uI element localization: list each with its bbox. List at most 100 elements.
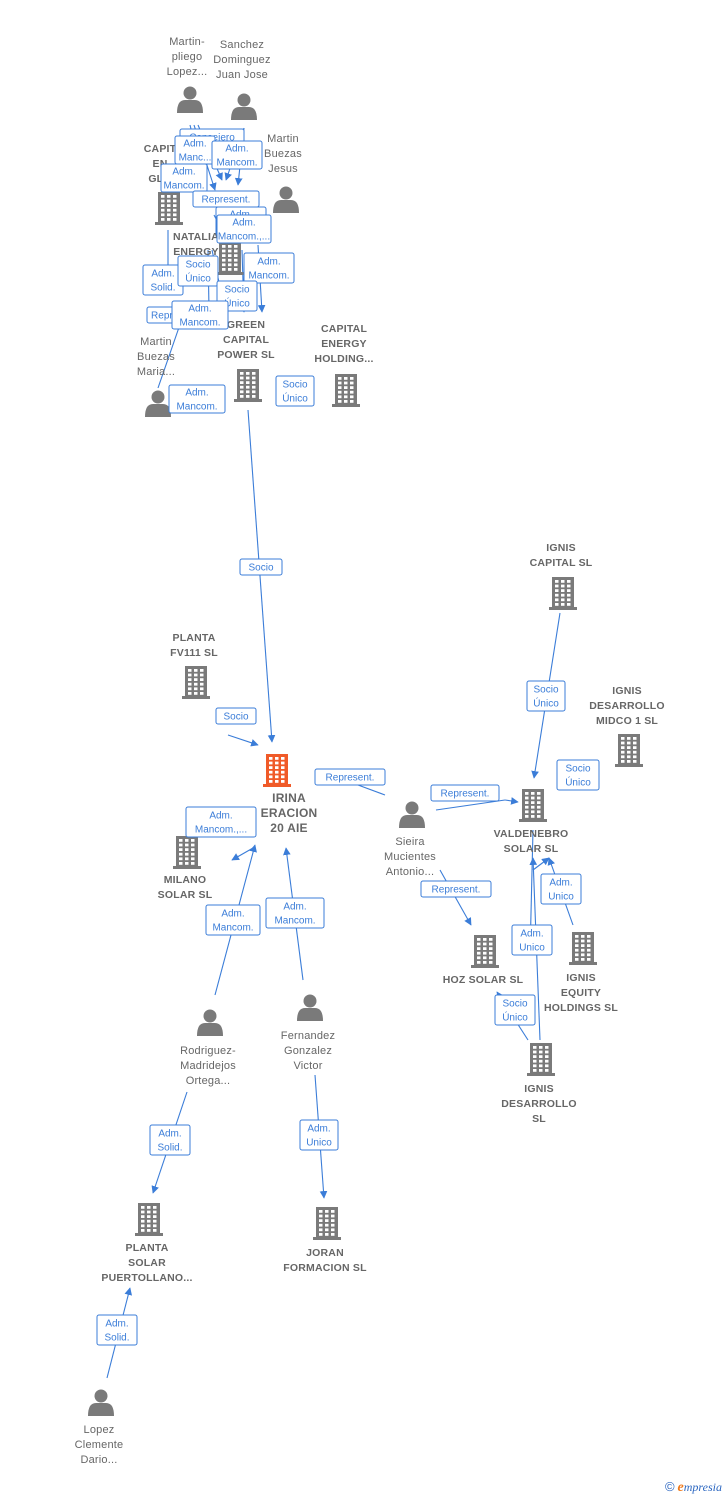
edge-label-e25[interactable]: Adm.Mancom. — [205, 904, 261, 936]
edge-label-e26[interactable]: Adm.Mancom. — [265, 897, 325, 929]
node-label-line: HOLDING... — [314, 353, 373, 365]
node-ignis-midco[interactable]: IGNIS DESARROLLO MIDCO 1 SL — [589, 685, 665, 767]
edge-label-text: Adm. — [232, 218, 255, 229]
edge-label-text: Manc... — [179, 153, 212, 164]
node-martin-pliego[interactable]: Martin-pliegoLopez... — [167, 36, 208, 113]
node-rodriguez[interactable]: Rodriguez-MadridejosOrtega... — [180, 1009, 236, 1088]
edge-label-text: Unico — [519, 943, 545, 954]
node-label-line: NATALIA — [173, 231, 219, 243]
edge-label-text: Solid. — [157, 1143, 182, 1154]
node-hoz-solar[interactable]: HOZ SOLAR SL — [443, 935, 524, 986]
node-label-line: IGNIS — [612, 685, 642, 697]
node-label-line: Jesus — [268, 163, 298, 175]
edge-label-box — [211, 140, 263, 170]
edge-label-e23[interactable]: Represent. — [420, 880, 492, 898]
node-label-line: SOLAR SL — [158, 889, 213, 901]
node-martin-buezas-maria[interactable]: MartinBuezasMaria... — [137, 336, 175, 417]
node-label-line: EQUITY — [561, 987, 601, 999]
node-label-line: Madridejos — [180, 1060, 236, 1072]
edge-line — [227, 734, 259, 747]
node-natalia-energy[interactable]: NATALIA ENERGY — [173, 231, 244, 275]
edge-label-e22[interactable]: Adm.Mancom.,... — [185, 806, 257, 838]
nodes-layer: Martin-pliegoLopez...SanchezDominguezJua… — [75, 36, 665, 1466]
node-label-line: Martin — [140, 336, 172, 348]
edge-label-text: Único — [185, 272, 211, 285]
node-label-line: MILANO — [164, 874, 207, 886]
edge-label-e10[interactable]: Adm.Mancom. — [243, 252, 295, 284]
node-label-line: Lopez... — [167, 66, 208, 78]
node-label-line: Buezas — [137, 351, 175, 363]
edge-label-box — [430, 784, 500, 802]
node-planta-puertollano[interactable]: PLANTASOLARPUERTOLLANO... — [101, 1203, 192, 1284]
edge-label-text: Solid. — [104, 1333, 129, 1344]
edge-label-e27[interactable]: Adm.Unico — [511, 924, 553, 956]
edge-label-e16[interactable]: Socio — [239, 558, 283, 576]
node-milano[interactable]: MILANO SOLAR SL — [158, 836, 213, 901]
edge-label-e31[interactable]: Adm. Solid. — [96, 1314, 138, 1346]
node-label-line: Gonzalez — [284, 1045, 332, 1057]
edge-label-e18[interactable]: Socio — [215, 707, 257, 725]
edge-label-e8[interactable]: Adm.Solid. — [142, 264, 184, 296]
person-icon — [145, 390, 171, 417]
edge-label-text: Adm. — [225, 144, 248, 155]
edge-label-text: Mancom. — [216, 158, 257, 169]
edge-label-e4[interactable]: Adm.Mancom. — [160, 163, 208, 193]
edge-label-text: Solid. — [150, 283, 175, 294]
node-lopez[interactable]: LopezClementeDario... — [75, 1389, 124, 1467]
building-icon — [527, 1043, 555, 1076]
edge-label-e2[interactable]: Adm.Manc... — [174, 135, 216, 165]
edge-label-e13[interactable]: Adm.Mancom. — [171, 300, 229, 330]
node-label-line: Sanchez — [220, 39, 264, 51]
person-icon — [197, 1009, 223, 1036]
edge-label-e3[interactable]: Adm. Mancom. — [211, 140, 263, 170]
node-label-line: HOZ SOLAR SL — [443, 974, 524, 986]
node-sieira[interactable]: SieiraMucientesAntonio... — [384, 801, 436, 879]
edge-label-text: Adm. — [209, 811, 232, 822]
node-label-line: ENERGY — [173, 246, 219, 258]
node-label-line: DESARROLLO — [589, 700, 665, 712]
edge-label-text: Adm. — [105, 1319, 128, 1330]
node-capital-energy-holding[interactable]: CAPITALENERGYHOLDING... — [314, 323, 373, 407]
edge-label-e30[interactable]: Adm.Unico — [299, 1119, 339, 1151]
edge-label-text: Socio — [282, 380, 307, 391]
edge-label-text: Único — [502, 1011, 528, 1024]
edge-label-e5[interactable]: Represent. — [192, 190, 260, 208]
edge-label-text: Represent. — [326, 773, 375, 784]
edge-label-box — [239, 558, 283, 576]
node-label-line: MIDCO 1 SL — [596, 715, 658, 727]
edge-label-box — [96, 1314, 138, 1346]
edge-line — [231, 847, 254, 861]
node-label-line: 20 AIE — [270, 821, 307, 835]
edge-label-text: Único — [533, 697, 559, 710]
edge-label-e29[interactable]: Adm.Solid. — [149, 1124, 191, 1156]
edge-label-e20[interactable]: Represent. — [314, 768, 386, 786]
node-label-line: Maria... — [137, 366, 175, 378]
edge-label-e14[interactable]: Adm.Mancom. — [168, 384, 226, 414]
node-label-line: Martin- — [169, 36, 205, 48]
edge-label-text: Adm. — [307, 1124, 330, 1135]
edge-label-text: Adm. — [185, 388, 208, 399]
node-label-line: SOLAR SL — [504, 843, 559, 855]
brand-footer[interactable]: ©empresia — [665, 1479, 722, 1496]
edge-label-box — [177, 255, 219, 287]
edge-label-e7[interactable]: Adm.Mancom.,... — [216, 214, 272, 244]
edge-label-e24[interactable]: Adm.Unico — [540, 873, 582, 905]
edge-label-e21[interactable]: Represent. — [430, 784, 500, 802]
